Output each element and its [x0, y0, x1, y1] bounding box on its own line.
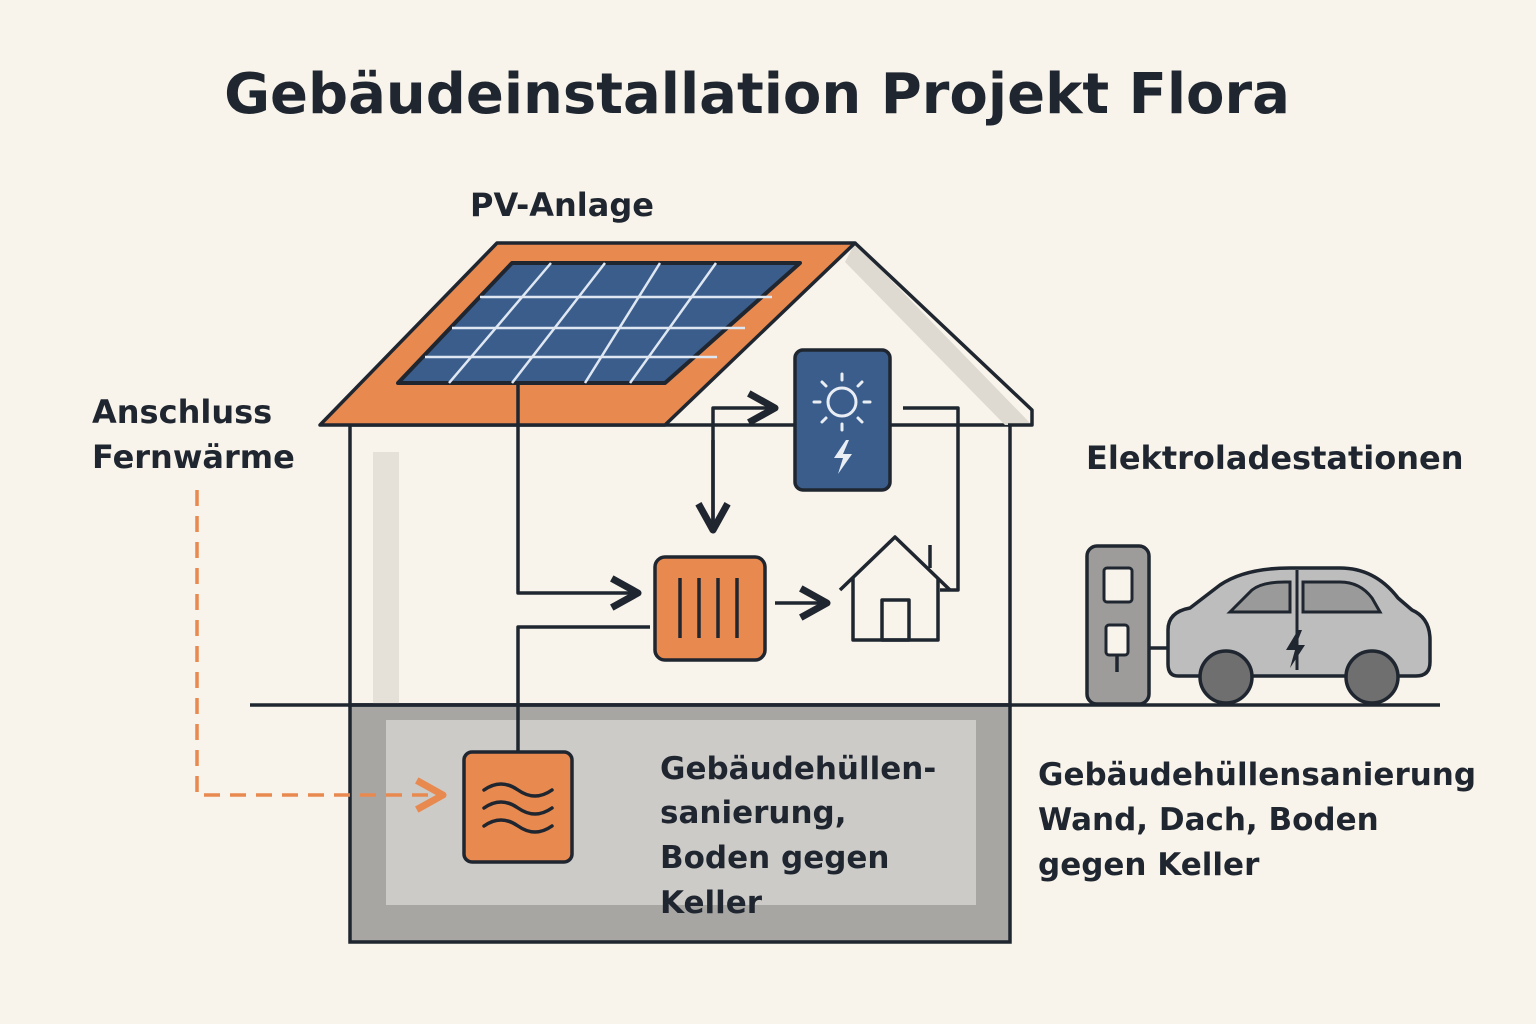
gable-outline: [853, 241, 1034, 427]
solar-panel-icon: [396, 261, 802, 385]
house-icon: [838, 535, 952, 642]
electric-car-icon: [1166, 566, 1432, 705]
basement-text-line4: Keller: [660, 885, 763, 921]
basement-text-line3: Boden gegen: [660, 840, 890, 876]
district-heating-label-line1: Anschluss: [92, 393, 272, 431]
page-title: Gebäudeinstallation Projekt Flora: [224, 62, 1290, 127]
basement-text: Gebäudehüllen- sanierung, Boden gegen Ke…: [660, 751, 936, 921]
pv-to-heat-unit-line: [516, 383, 638, 593]
envelope-text-line1: Gebäudehüllensanierung: [1038, 757, 1476, 793]
envelope-text-line2: Wand, Dach, Boden: [1038, 802, 1379, 838]
basement-text-line1: Gebäudehüllen-: [660, 751, 936, 787]
envelope-renovation-text: Gebäudehüllensanierung Wand, Dach, Boden…: [1038, 757, 1476, 883]
pv-label: PV-Anlage: [470, 186, 654, 224]
district-heating-label: Anschluss Fernwärme: [92, 393, 295, 476]
envelope-text-line3: gegen Keller: [1038, 847, 1260, 883]
charging-label: Elektroladestationen: [1086, 439, 1464, 477]
basement-text-line2: sanierung,: [660, 795, 846, 831]
exchanger-to-heat-unit-line: [516, 625, 650, 752]
waves-icon: [462, 750, 574, 864]
charging-station-icon: [1085, 544, 1180, 706]
gable-shade: [845, 243, 1032, 425]
district-heating-label-line2: Fernwärme: [92, 438, 295, 476]
sun-bolt-icon: [793, 348, 892, 492]
radiator-icon: [653, 555, 767, 662]
district-heating-line: [195, 490, 443, 795]
